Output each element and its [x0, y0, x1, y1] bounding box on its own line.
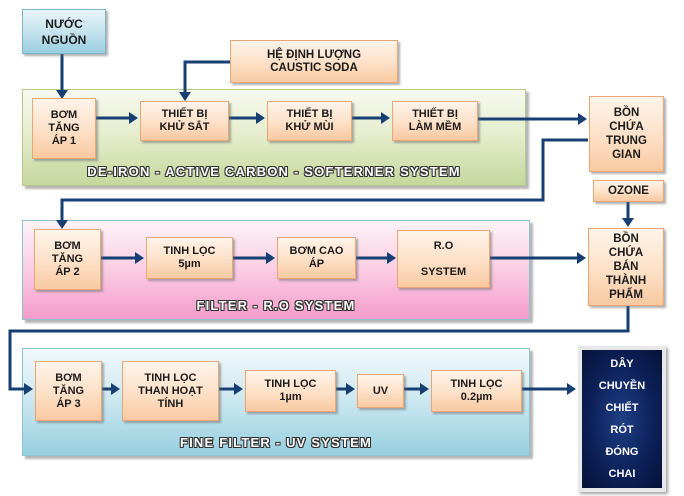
arrowhead	[567, 383, 576, 395]
arrowhead	[578, 113, 587, 125]
filter-5um: TINH LỌC 5µm	[146, 237, 233, 279]
filter-0-2um: TINH LỌC 0.2µm	[431, 370, 522, 412]
booster-pump-2: BƠM TĂNG ÁP 2	[34, 229, 101, 290]
semi-finished-tank: BỒN CHỨA BÁN THÀNH PHẨM	[588, 228, 664, 306]
source-water-box: NƯỚC NGUỒN	[22, 9, 106, 54]
activated-carbon-filter: TINH LỌC THAN HOẠT TÍNH	[122, 361, 219, 421]
filter-1um: TINH LỌC 1µm	[245, 370, 336, 412]
bottling-line-box: DÂY CHUYỀN CHIẾT RÓT ĐÓNG CHAI	[578, 346, 666, 492]
stage3-title: FINE FILTER - UV SYSTEM	[179, 435, 373, 450]
booster-pump-3: BƠM TĂNG ÁP 3	[35, 361, 102, 421]
stage2-title: FILTER - R.O SYSTEM	[196, 298, 356, 313]
arrowhead	[577, 252, 586, 264]
high-pressure-pump: BƠM CAO ÁP	[277, 237, 356, 279]
ozone-box: OZONE	[593, 180, 664, 202]
caustic-dosing-box: HỆ ĐỊNH LƯỢNG CAUSTIC SODA	[230, 40, 398, 83]
ro-system-unit: R.O SYSTEM	[397, 230, 490, 288]
uv-unit: UV	[357, 374, 404, 408]
deodorizer-unit: THIẾT BỊ KHỬ MÙI	[267, 101, 352, 141]
booster-pump-1: BƠM TĂNG ÁP 1	[32, 98, 96, 159]
softener-unit: THIẾT BỊ LÀM MỀM	[392, 101, 478, 141]
arrowhead	[622, 218, 634, 227]
iron-removal-unit: THIẾT BỊ KHỬ SẮT	[140, 101, 229, 141]
stage1-title: DE-IRON - ACTIVE CARBON - SOFTERNER SYST…	[87, 164, 461, 179]
intermediate-tank: BỒN CHỨA TRUNG GIAN	[589, 96, 664, 172]
